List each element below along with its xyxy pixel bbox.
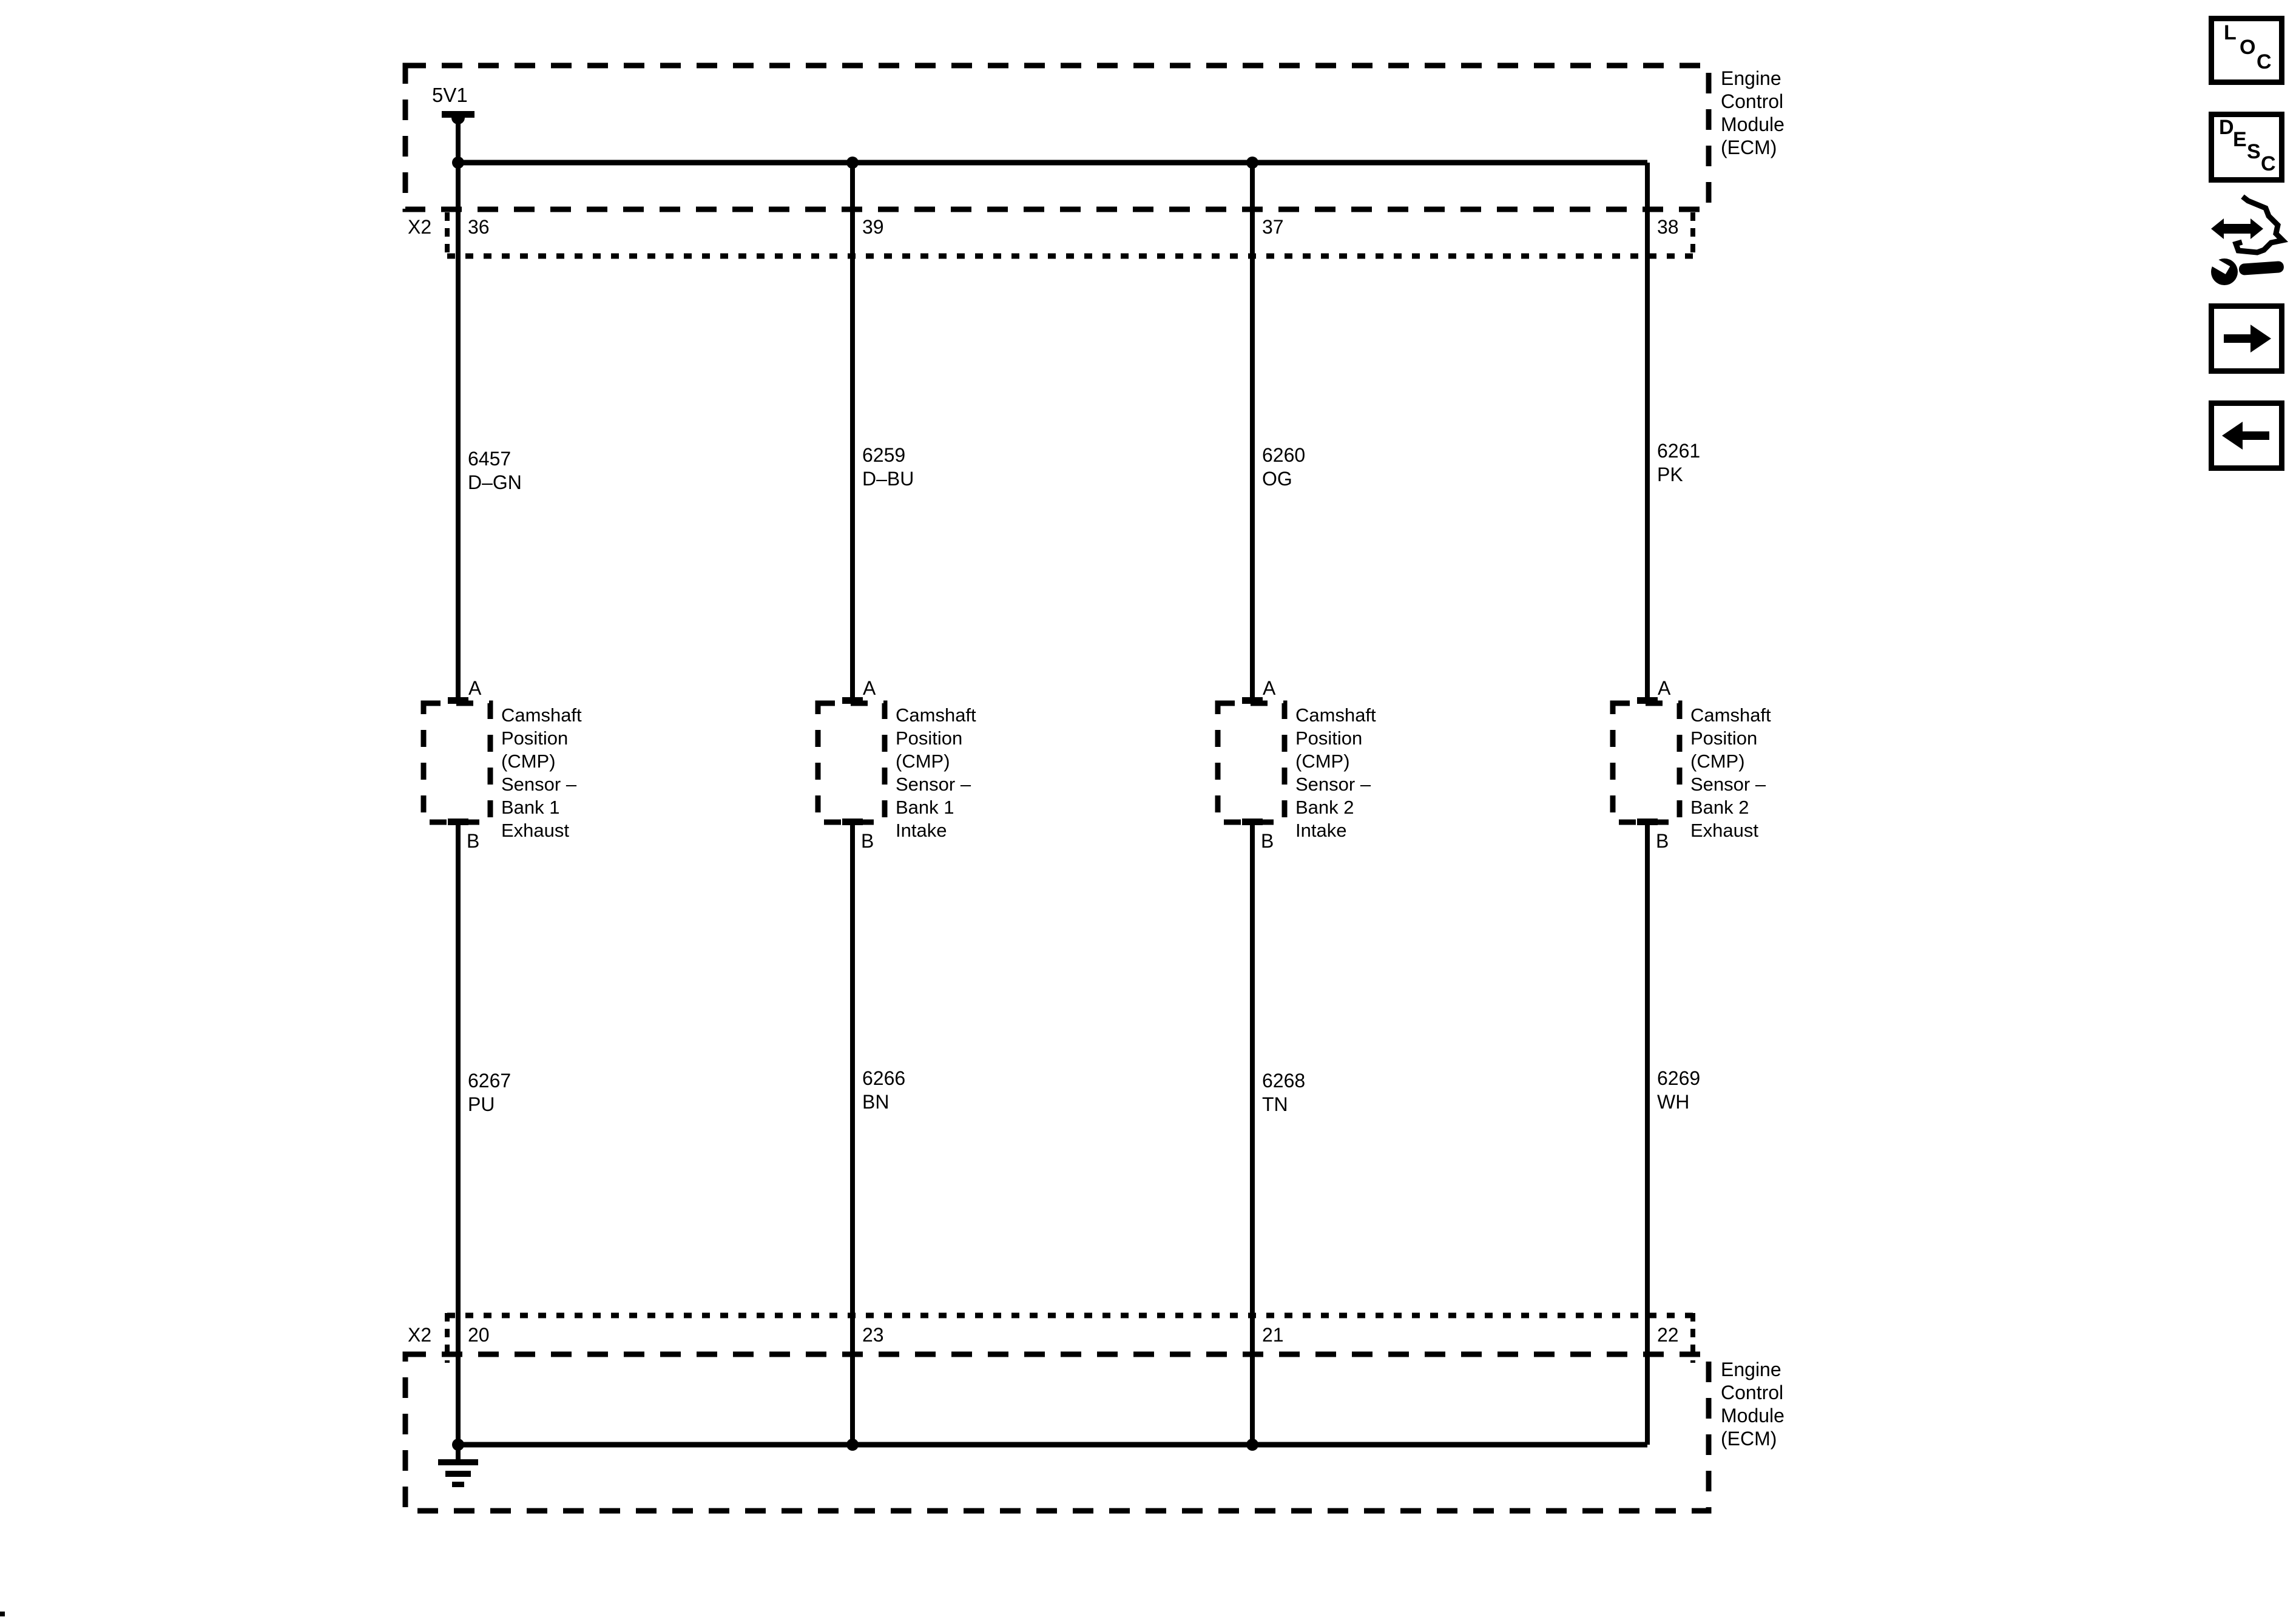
wire-label-6260: 6260 OG <box>1262 444 1306 490</box>
desc-letter-c: C <box>2261 152 2276 175</box>
wire-label-6259: 6259 D–BU <box>862 444 914 490</box>
wire-label-6268: 6268 TN <box>1262 1070 1306 1115</box>
desc-letter-d: D <box>2219 116 2234 139</box>
power-net-label: 5V1 <box>432 84 468 106</box>
ecm-bottom-box <box>402 1351 1712 1514</box>
ecm-top-label: Engine Control Module (ECM) <box>1721 67 1784 158</box>
pin-21: 21 <box>1262 1324 1284 1346</box>
cmp-sensor-3-box <box>1215 700 1288 825</box>
right-arrow-icon <box>2224 325 2271 353</box>
connector-bottom-name: X2 <box>408 1324 432 1346</box>
sensor-2-pin-b: B <box>861 830 874 852</box>
sensor-2-pin-a: A <box>863 677 876 699</box>
wire-label-6266: 6266 BN <box>862 1067 906 1113</box>
loc-letter-l: L <box>2224 21 2237 44</box>
pin-37: 37 <box>1262 216 1284 238</box>
pin-39: 39 <box>862 216 884 238</box>
ecm-top-box <box>402 62 1712 212</box>
ground-symbol <box>438 1459 478 1487</box>
sensor-3-name: Camshaft Position (CMP) Sensor – Bank 2 … <box>1295 704 1376 841</box>
sensor-3-pin-a: A <box>1263 677 1276 699</box>
wire-label-6261: 6261 PK <box>1657 440 1701 485</box>
wire-label-6267: 6267 PU <box>468 1070 512 1115</box>
sensor-3-pin-b: B <box>1261 830 1274 852</box>
sensor-4-pin-a: A <box>1658 677 1671 699</box>
back-page-button[interactable] <box>2209 400 2284 471</box>
pin-20: 20 <box>468 1324 490 1346</box>
diagnostic-tools-button[interactable] <box>2207 194 2292 285</box>
cmp-sensor-1-box <box>420 700 493 825</box>
sensor-1-pin-b: B <box>467 830 480 852</box>
loc-button[interactable]: L O C <box>2209 16 2284 85</box>
pin-23: 23 <box>862 1324 884 1346</box>
loc-letter-o: O <box>2240 36 2256 59</box>
desc-letter-s: S <box>2247 140 2261 163</box>
next-page-button[interactable] <box>2209 303 2284 374</box>
wire-label-6457: 6457 D–GN <box>468 448 522 493</box>
sensor-4-pin-b: B <box>1656 830 1669 852</box>
pin-22: 22 <box>1657 1324 1679 1346</box>
sensor-1-name: Camshaft Position (CMP) Sensor – Bank 1 … <box>501 704 582 841</box>
wire-label-6269: 6269 WH <box>1657 1067 1701 1113</box>
pin-38: 38 <box>1657 216 1679 238</box>
desc-button[interactable]: D E S C <box>2209 112 2284 183</box>
cmp-sensor-2-box <box>815 700 888 825</box>
left-arrow-icon <box>2222 422 2269 450</box>
page-artifact-dot <box>0 1612 5 1616</box>
connector-top-name: X2 <box>408 216 432 238</box>
ecm-bottom-label: Engine Control Module (ECM) <box>1721 1359 1784 1450</box>
cmp-sensor-4-box <box>1610 700 1683 825</box>
pin-36: 36 <box>468 216 490 238</box>
sensor-4-name: Camshaft Position (CMP) Sensor – Bank 2 … <box>1690 704 1771 841</box>
wrench-arrows-icon <box>2209 194 2289 285</box>
sensor-2-name: Camshaft Position (CMP) Sensor – Bank 1 … <box>896 704 976 841</box>
loc-letter-c: C <box>2257 50 2272 73</box>
desc-letter-e: E <box>2233 128 2247 151</box>
sensor-1-pin-a: A <box>468 677 482 699</box>
